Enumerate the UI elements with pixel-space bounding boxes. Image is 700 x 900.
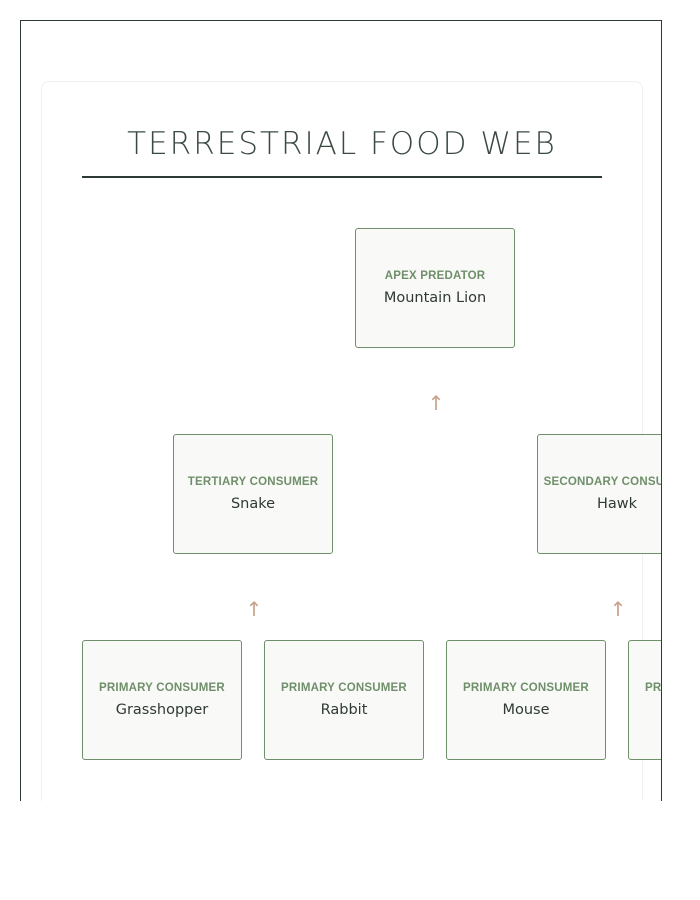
node-hawk[interactable]: SECONDARY CONSUMER Hawk [537, 434, 661, 554]
arrow-up-icon: ↑ [609, 597, 627, 621]
node-name-label: Rabbit [320, 702, 368, 718]
node-role-label: TERTIARY CONSUMER [187, 476, 319, 488]
node-mouse[interactable]: PRIMARY CONSUMER Mouse [446, 640, 606, 760]
node-name-label: Snake [230, 496, 276, 512]
title-divider [82, 176, 602, 178]
arrow-up-icon: ↑ [245, 597, 263, 621]
node-name-label: Hawk [596, 496, 638, 512]
node-name-label: Grasshopper [115, 702, 209, 718]
arrow-up-icon: ↑ [427, 391, 445, 415]
node-role-label: PRIMARY CONSUMER [99, 682, 225, 694]
node-name-label: Mountain Lion [383, 290, 487, 306]
page-frame: TERRESTRIAL FOOD WEB APEX PREDATOR Mount… [20, 20, 662, 801]
node-name-label: Mouse [502, 702, 550, 718]
node-role-label: APEX PREDATOR [384, 270, 486, 282]
node-snake[interactable]: TERTIARY CONSUMER Snake [173, 434, 333, 554]
node-grasshopper[interactable]: PRIMARY CONSUMER Grasshopper [82, 640, 242, 760]
node-role-label: PRIMARY CONSUMER [281, 682, 407, 694]
node-rabbit[interactable]: PRIMARY CONSUMER Rabbit [264, 640, 424, 760]
node-mountain-lion[interactable]: APEX PREDATOR Mountain Lion [355, 228, 515, 348]
node-primary-consumer-4[interactable]: PRIMARY CONSUMER [628, 640, 662, 760]
node-role-label: PRIMARY CONSUMER [463, 682, 589, 694]
node-role-label: PRIMARY CONSUMER [645, 682, 662, 694]
page-title: TERRESTRIAL FOOD WEB [127, 126, 557, 162]
food-web-card: TERRESTRIAL FOOD WEB APEX PREDATOR Mount… [41, 81, 661, 801]
node-role-label: SECONDARY CONSUMER [543, 476, 661, 488]
